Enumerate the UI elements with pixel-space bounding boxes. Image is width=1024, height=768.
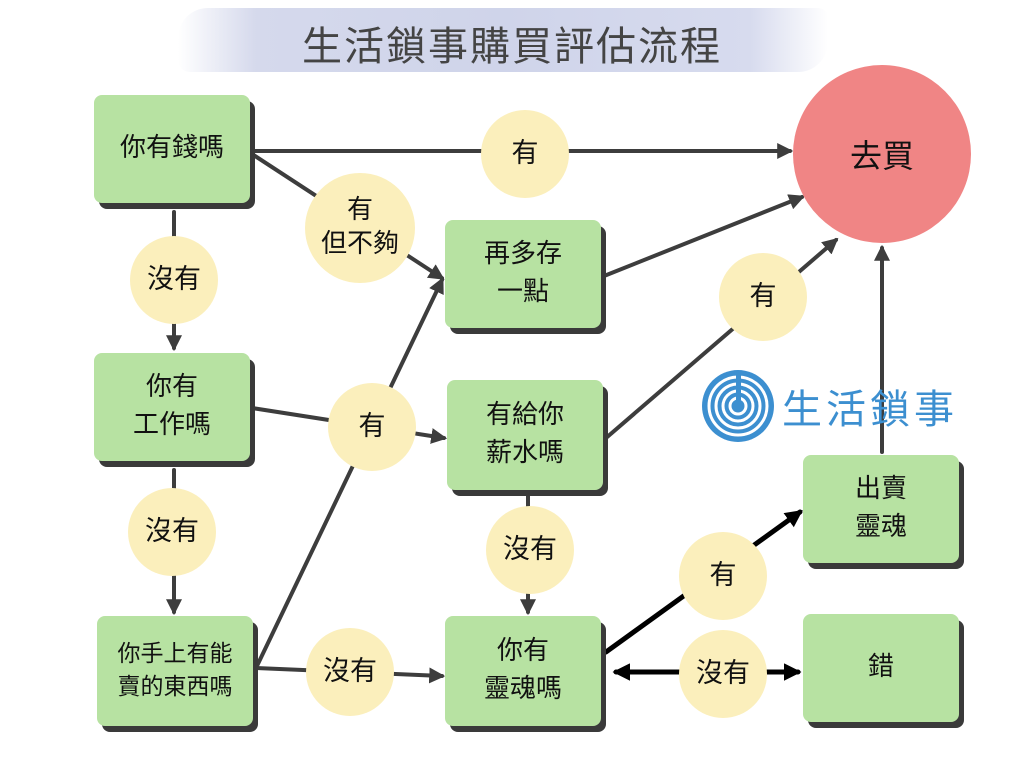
label-salary-yes: 有: [719, 253, 807, 341]
label-items-no: 沒有: [306, 628, 394, 716]
node-wrong: 錯: [803, 614, 959, 722]
node-has-job: 你有 工作嗎: [94, 353, 250, 461]
node-sell-items: 你手上有能 賣的東西嗎: [97, 616, 253, 726]
label-money-yes: 有: [481, 110, 569, 198]
brand-logo: 生活鎖事: [700, 366, 958, 446]
goal-buy: 去買: [793, 65, 971, 243]
label-money-not-enough: 有 但不夠: [305, 173, 415, 283]
node-sell-soul: 出賣 靈魂: [803, 455, 959, 563]
node-save-more: 再多存 一點: [445, 220, 601, 328]
logo-text: 生活鎖事: [782, 387, 958, 433]
arrow-items-to-save: [254, 277, 444, 670]
label-salary-no: 沒有: [486, 506, 574, 594]
label-job-yes: 有: [328, 383, 416, 471]
label-job-no: 沒有: [128, 488, 216, 576]
page-title: 生活鎖事購買評估流程: [302, 24, 722, 70]
node-has-soul: 你有 靈魂嗎: [445, 616, 601, 726]
label-soul-no: 沒有: [679, 630, 767, 718]
node-paid-salary: 有給你 薪水嗎: [447, 380, 603, 490]
spiral-logo-icon: [702, 370, 774, 442]
title-highlight: [178, 8, 828, 72]
node-has-money: 你有錢嗎: [94, 95, 250, 203]
arrow-save-to-buy: [602, 194, 805, 278]
label-money-no: 沒有: [130, 236, 218, 324]
label-soul-yes: 有: [679, 532, 767, 620]
